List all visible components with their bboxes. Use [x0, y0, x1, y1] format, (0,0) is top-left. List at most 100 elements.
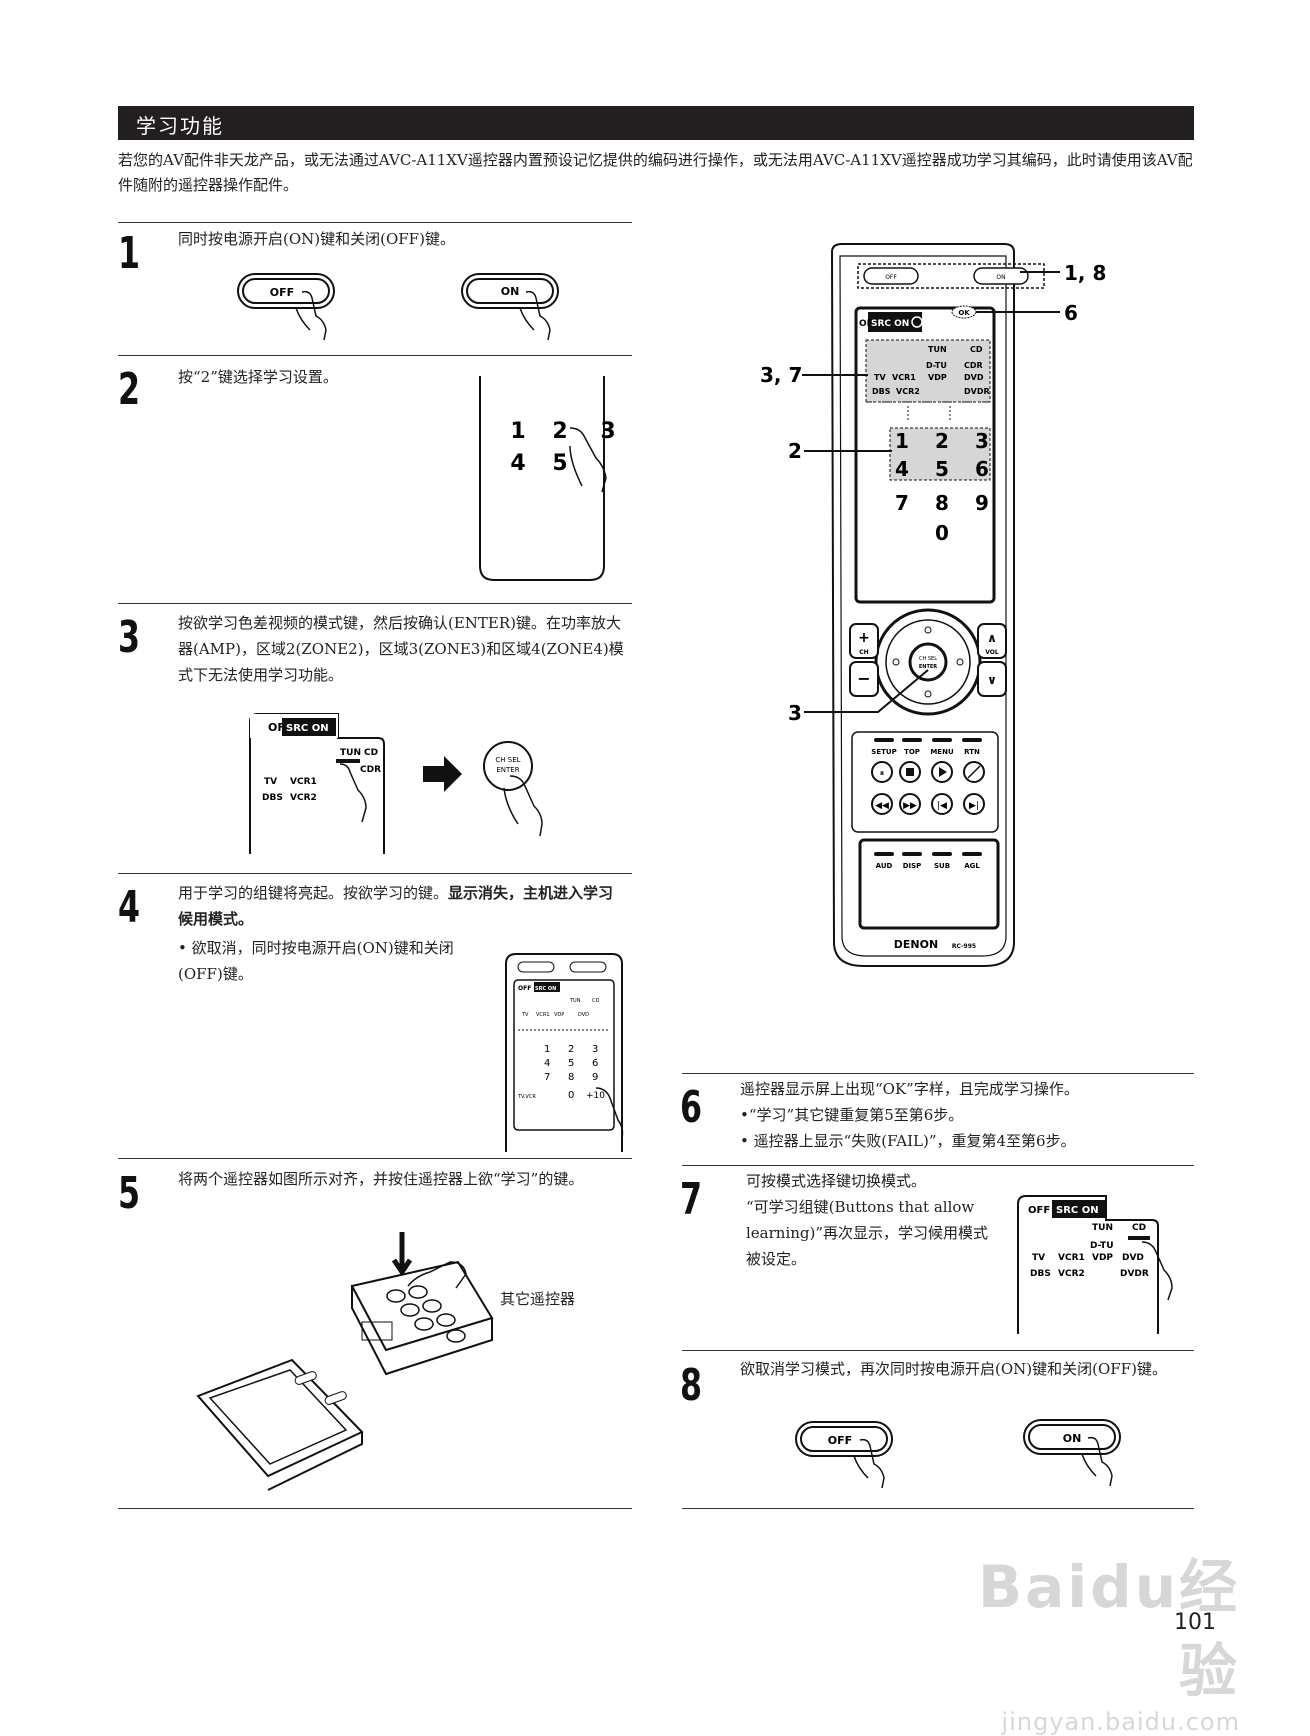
step-3-text: 按欲学习色差视频的模式键，然后按确认(ENTER)键。在功率放大器(AMP)，区… — [178, 614, 624, 684]
bottom-rule-left — [118, 1508, 632, 1509]
callout-2: 2 — [788, 439, 802, 463]
svg-text:DBS: DBS — [872, 387, 891, 396]
on-label: ON — [501, 285, 520, 298]
svg-text:VCR1: VCR1 — [892, 373, 916, 382]
svg-text:TOP: TOP — [904, 748, 920, 756]
svg-text:ENTER: ENTER — [919, 664, 937, 670]
remote-small-illustration: OFF SRC ON TUN CD TV VCR1 VDP DVD 1 2 3 … — [505, 953, 624, 1152]
svg-text:−: − — [857, 669, 870, 688]
svg-text:SRC ON: SRC ON — [535, 986, 556, 992]
intro-text: 若您的AV配件非天龙产品，或无法通过AVC-A11XV遥控器内置预设记忆提供的编… — [118, 151, 1193, 194]
svg-text:+: + — [858, 630, 870, 646]
svg-text:VCR2: VCR2 — [1058, 1269, 1085, 1279]
svg-text:CDR: CDR — [964, 361, 983, 370]
callout-3: 3 — [788, 701, 802, 725]
other-remote-caption: 其它遥控器 — [500, 1290, 576, 1308]
svg-text:DENON: DENON — [894, 938, 938, 951]
step-number: 8 — [680, 1360, 703, 1411]
svg-text:VCR1: VCR1 — [536, 1012, 550, 1018]
svg-text:∧: ∧ — [987, 631, 997, 645]
watermark: Baidu经验 jingyan.baidu.com — [920, 1540, 1240, 1736]
svg-text:5: 5 — [935, 457, 949, 481]
svg-text:1: 1 — [544, 1044, 550, 1055]
on-button: ON — [1023, 1419, 1121, 1487]
svg-text:▶▶: ▶▶ — [903, 801, 917, 811]
step-4-bullet: • 欲取消，同时按电源开启(ON)键和关闭(OFF)键。 — [178, 939, 454, 983]
svg-text:RTN: RTN — [964, 748, 980, 756]
svg-text:SUB: SUB — [934, 862, 950, 870]
step-divider — [118, 355, 632, 356]
svg-text:3: 3 — [592, 1044, 598, 1055]
key-3: 3 — [600, 419, 615, 444]
svg-text:1: 1 — [895, 429, 909, 453]
svg-text:CD: CD — [1132, 1223, 1146, 1233]
svg-text:DISP: DISP — [903, 862, 922, 870]
svg-text:CDR: CDR — [360, 765, 381, 775]
svg-text:0: 0 — [935, 521, 949, 545]
svg-text:RC-995: RC-995 — [952, 943, 976, 950]
step-divider — [682, 1165, 1194, 1166]
svg-text:VCR2: VCR2 — [896, 387, 920, 396]
svg-text:6: 6 — [592, 1058, 598, 1069]
svg-text:OFF: OFF — [828, 1434, 852, 1447]
step-5-text: 将两个遥控器如图所示对齐，并按住遥控器上欲“学习”的键。 — [178, 1170, 584, 1188]
svg-text:DVD: DVD — [578, 1012, 589, 1018]
power-buttons-illustration: OFF ON — [237, 273, 559, 341]
svg-text:3: 3 — [975, 429, 989, 453]
two-remotes-alignment-illustration — [196, 1232, 494, 1491]
step-2-text: 按“2”键选择学习设置。 — [178, 368, 338, 386]
off-button: OFF — [795, 1421, 893, 1489]
svg-text:4: 4 — [895, 457, 909, 481]
svg-text:TUN: TUN — [1092, 1223, 1113, 1233]
step-divider — [682, 1350, 1194, 1351]
svg-text:OFF: OFF — [1028, 1205, 1050, 1216]
svg-text:TV: TV — [521, 1012, 529, 1018]
svg-text:▶|: ▶| — [969, 801, 979, 811]
remote-callouts: 1, 8 6 3, 7 2 3 — [760, 261, 1106, 725]
svg-text:CD: CD — [364, 748, 378, 758]
svg-text:OFF: OFF — [518, 985, 531, 992]
section-title: 学习功能 — [136, 114, 224, 138]
svg-text:TV: TV — [1032, 1253, 1045, 1263]
step-6-bullet: • 遥控器上显示“失败(FAIL)”，重复第4至第6步。 — [740, 1132, 1076, 1150]
denon-remote-diagram: OFF ON OFF SRC ON OK TUN CD D-TU CDR VDP… — [830, 243, 1045, 967]
svg-text:D-TU: D-TU — [926, 361, 947, 370]
step-7-text: 可按模式选择键切换模式。“可学习组键(Buttons that allow le… — [746, 1172, 989, 1268]
svg-text:7: 7 — [544, 1072, 550, 1083]
svg-text:VOL: VOL — [985, 649, 999, 656]
svg-text:MENU: MENU — [930, 748, 954, 756]
svg-text:6: 6 — [975, 457, 989, 481]
step-divider — [118, 222, 632, 223]
callout-6: 6 — [1064, 301, 1078, 325]
svg-text:TV: TV — [264, 777, 277, 787]
svg-text:2: 2 — [935, 429, 949, 453]
svg-text:VCR1: VCR1 — [290, 777, 317, 787]
svg-text:SETUP: SETUP — [871, 748, 896, 756]
svg-text:CH SEL: CH SEL — [495, 756, 520, 764]
enter-button-illustration — [483, 741, 533, 791]
key-1: 1 — [510, 419, 525, 444]
svg-text:ON: ON — [996, 274, 1005, 281]
svg-text:ON: ON — [1063, 1432, 1082, 1445]
mode-select-illustration: OFF SRC ON TUN CD D-TU TV VCR1 VDP DVD D… — [1017, 1195, 1173, 1334]
svg-text:AUD: AUD — [876, 862, 893, 870]
watermark-url: jingyan.baidu.com — [1001, 1708, 1240, 1736]
key-2: 2 — [552, 419, 567, 444]
step-1-text: 同时按电源开启(ON)键和关闭(OFF)键。 — [178, 230, 455, 248]
watermark-logo: Baidu经验 — [977, 1553, 1240, 1705]
svg-text:DBS: DBS — [262, 793, 283, 803]
step-divider — [682, 1073, 1194, 1074]
svg-text:TUN: TUN — [928, 345, 947, 354]
keypad-closeup-illustration: 1 2 3 4 5 — [479, 376, 616, 581]
step-number: 2 — [118, 364, 141, 415]
bottom-rule-right — [682, 1508, 1194, 1509]
svg-text:DBS: DBS — [1030, 1269, 1051, 1279]
svg-text:AGL: AGL — [964, 862, 980, 870]
svg-text:⏸: ⏸ — [880, 769, 885, 779]
step-divider — [118, 1158, 632, 1159]
step-divider — [118, 873, 632, 874]
press-arrow-icon — [391, 1232, 413, 1277]
svg-text:SRC ON: SRC ON — [871, 319, 909, 329]
svg-text:|◀: |◀ — [937, 801, 947, 811]
svg-text:0: 0 — [568, 1090, 574, 1101]
